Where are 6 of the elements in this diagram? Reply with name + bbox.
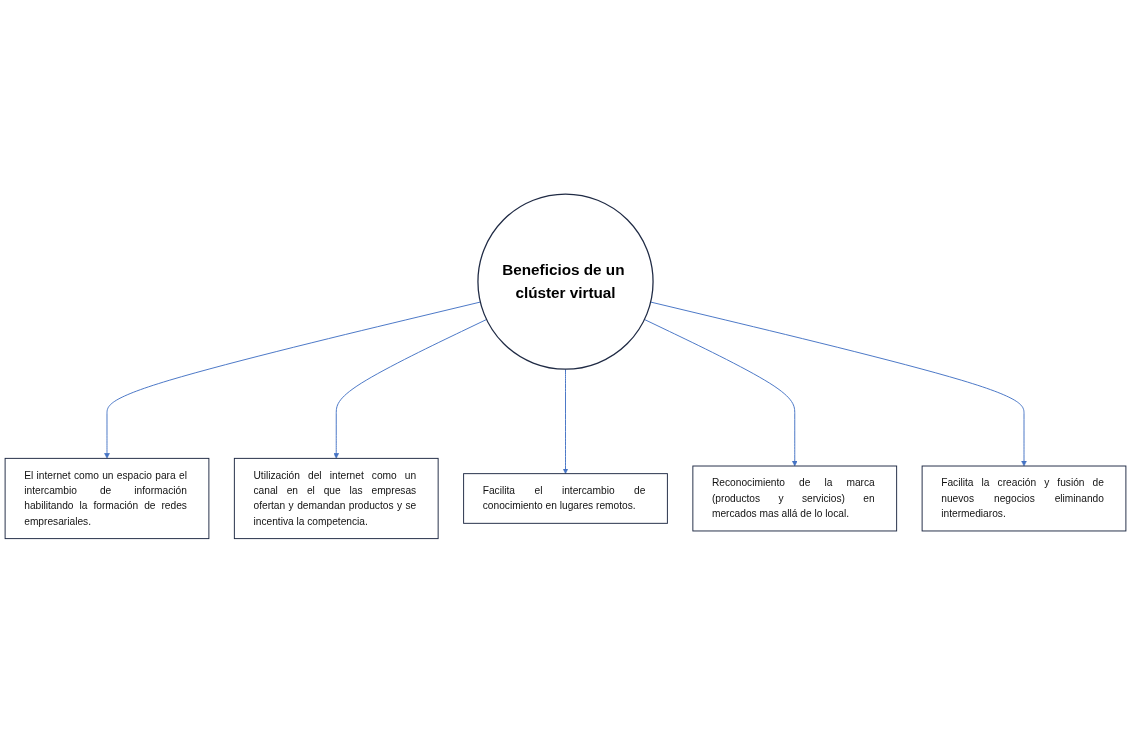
node-box: El internet como un espacio para el intercambio de información habilitando la formación de redes empresariales. <box>4 457 210 539</box>
node-box: Facilita el intercambio de conocimiento en lugares remotos. <box>463 472 668 524</box>
node-box: Facilita la creación y fusión de nuevos negocios eliminando intermediaros. <box>921 465 1127 532</box>
node-circle: Beneficios de un clúster virtual <box>477 193 654 370</box>
node-box: Utilización del internet como un canal en el que las empresas ofertan y demandan productos y se incentiva la competencia. <box>233 457 439 539</box>
node-box: Reconocimiento de la marca (productos y servicios) en mercados mas allá de lo local. <box>692 465 898 532</box>
